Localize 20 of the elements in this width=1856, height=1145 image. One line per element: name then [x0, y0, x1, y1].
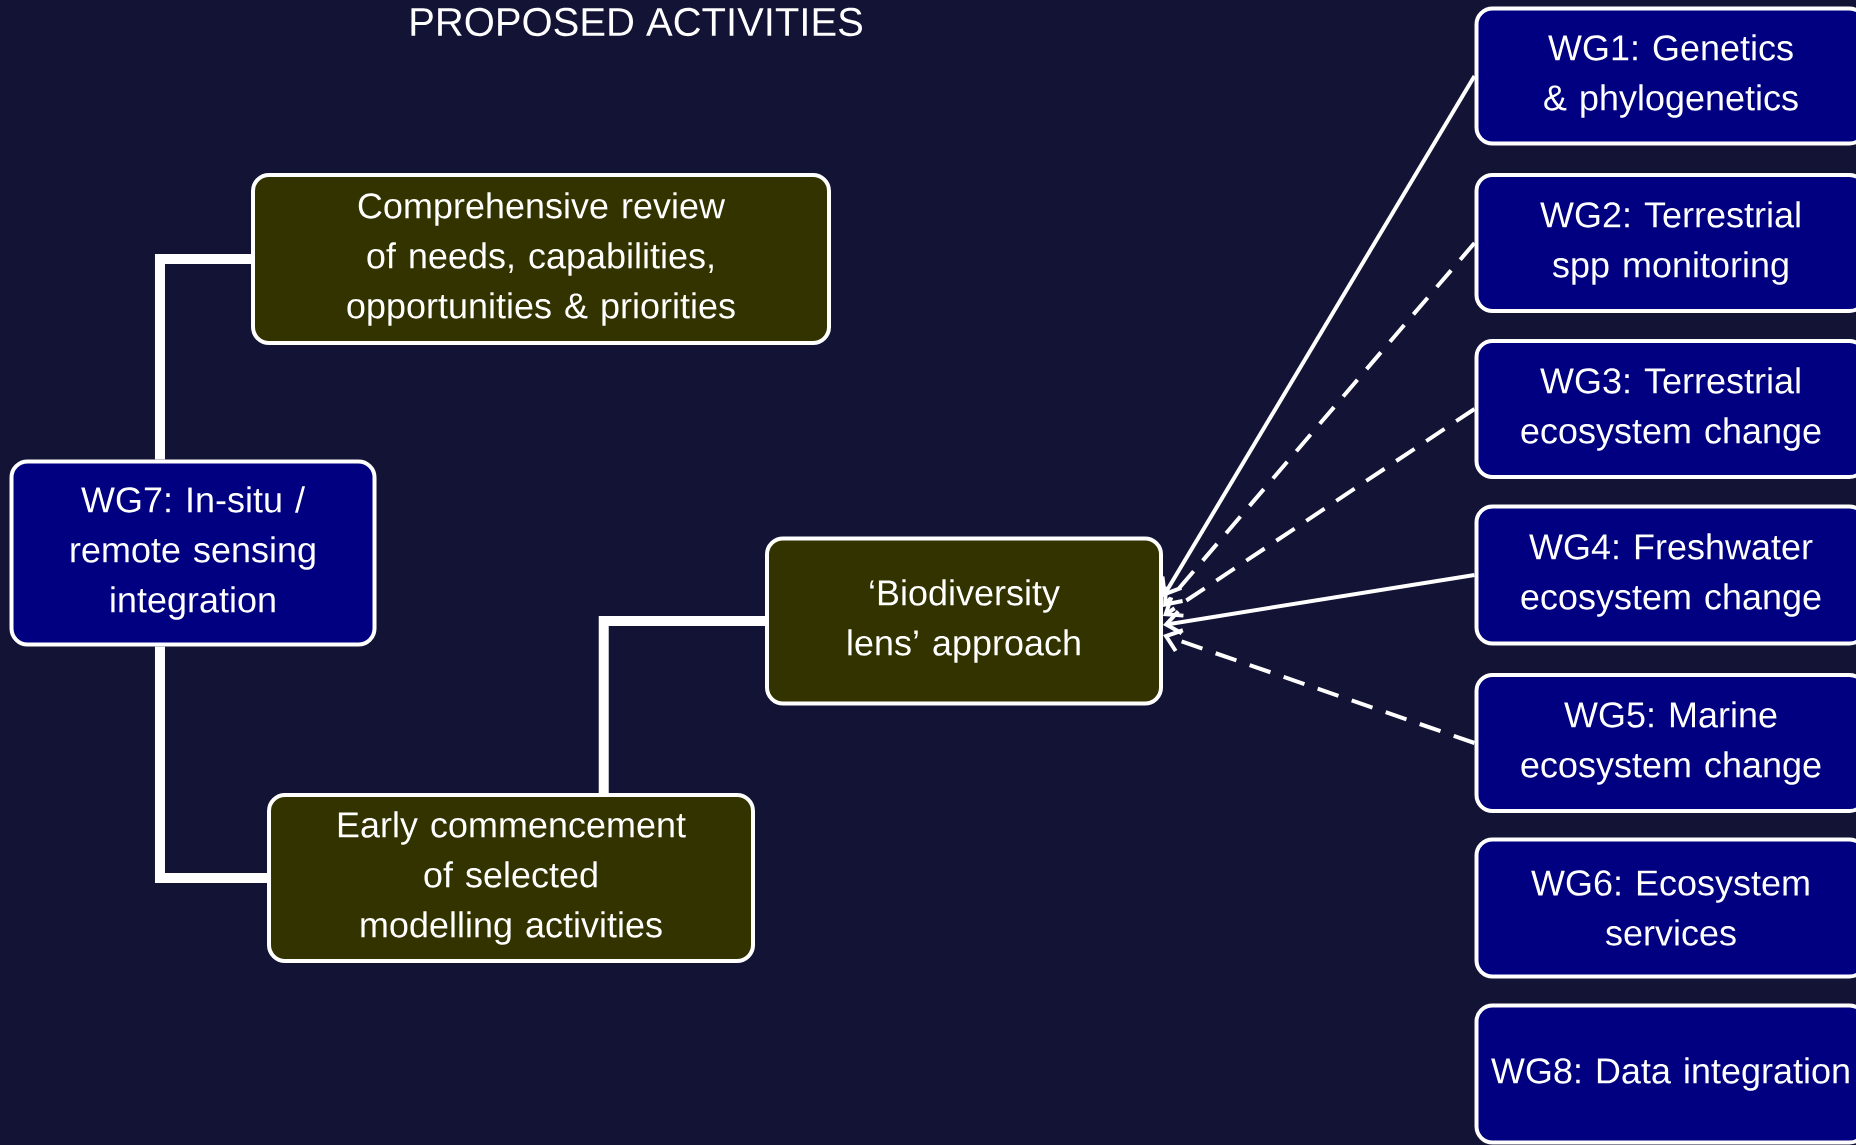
connector [1163, 407, 1476, 618]
box: WG1: Genetics & phylogenetics [1474, 6, 1856, 146]
connector [155, 646, 267, 883]
box: WG2: Terrestrial spp monitoring [1474, 173, 1856, 313]
title: PROPOSED ACTIVITIES [411, 7, 862, 37]
connector [1163, 628, 1476, 745]
box: WG8: Data integration [1474, 1003, 1856, 1145]
box: WG7: In-situ / remote sensing integration [9, 459, 377, 647]
connector [1163, 573, 1475, 635]
box: ‘Biodiversity lens’ approach [765, 536, 1163, 706]
connector [598, 616, 765, 793]
box: WG3: Terrestrial ecosystem change [1474, 339, 1856, 479]
connector [1163, 241, 1477, 607]
box: Early commencement of selected modelling activities [267, 793, 755, 963]
box: WG5: Marine ecosystem change [1474, 673, 1856, 813]
box: WG4: Freshwater ecosystem change [1474, 504, 1856, 646]
connector [1160, 74, 1477, 597]
connector [155, 254, 251, 460]
box: WG6: Ecosystem services [1474, 837, 1856, 979]
box: Comprehensive review of needs, capabilities, opportunities & priorities [251, 173, 831, 345]
